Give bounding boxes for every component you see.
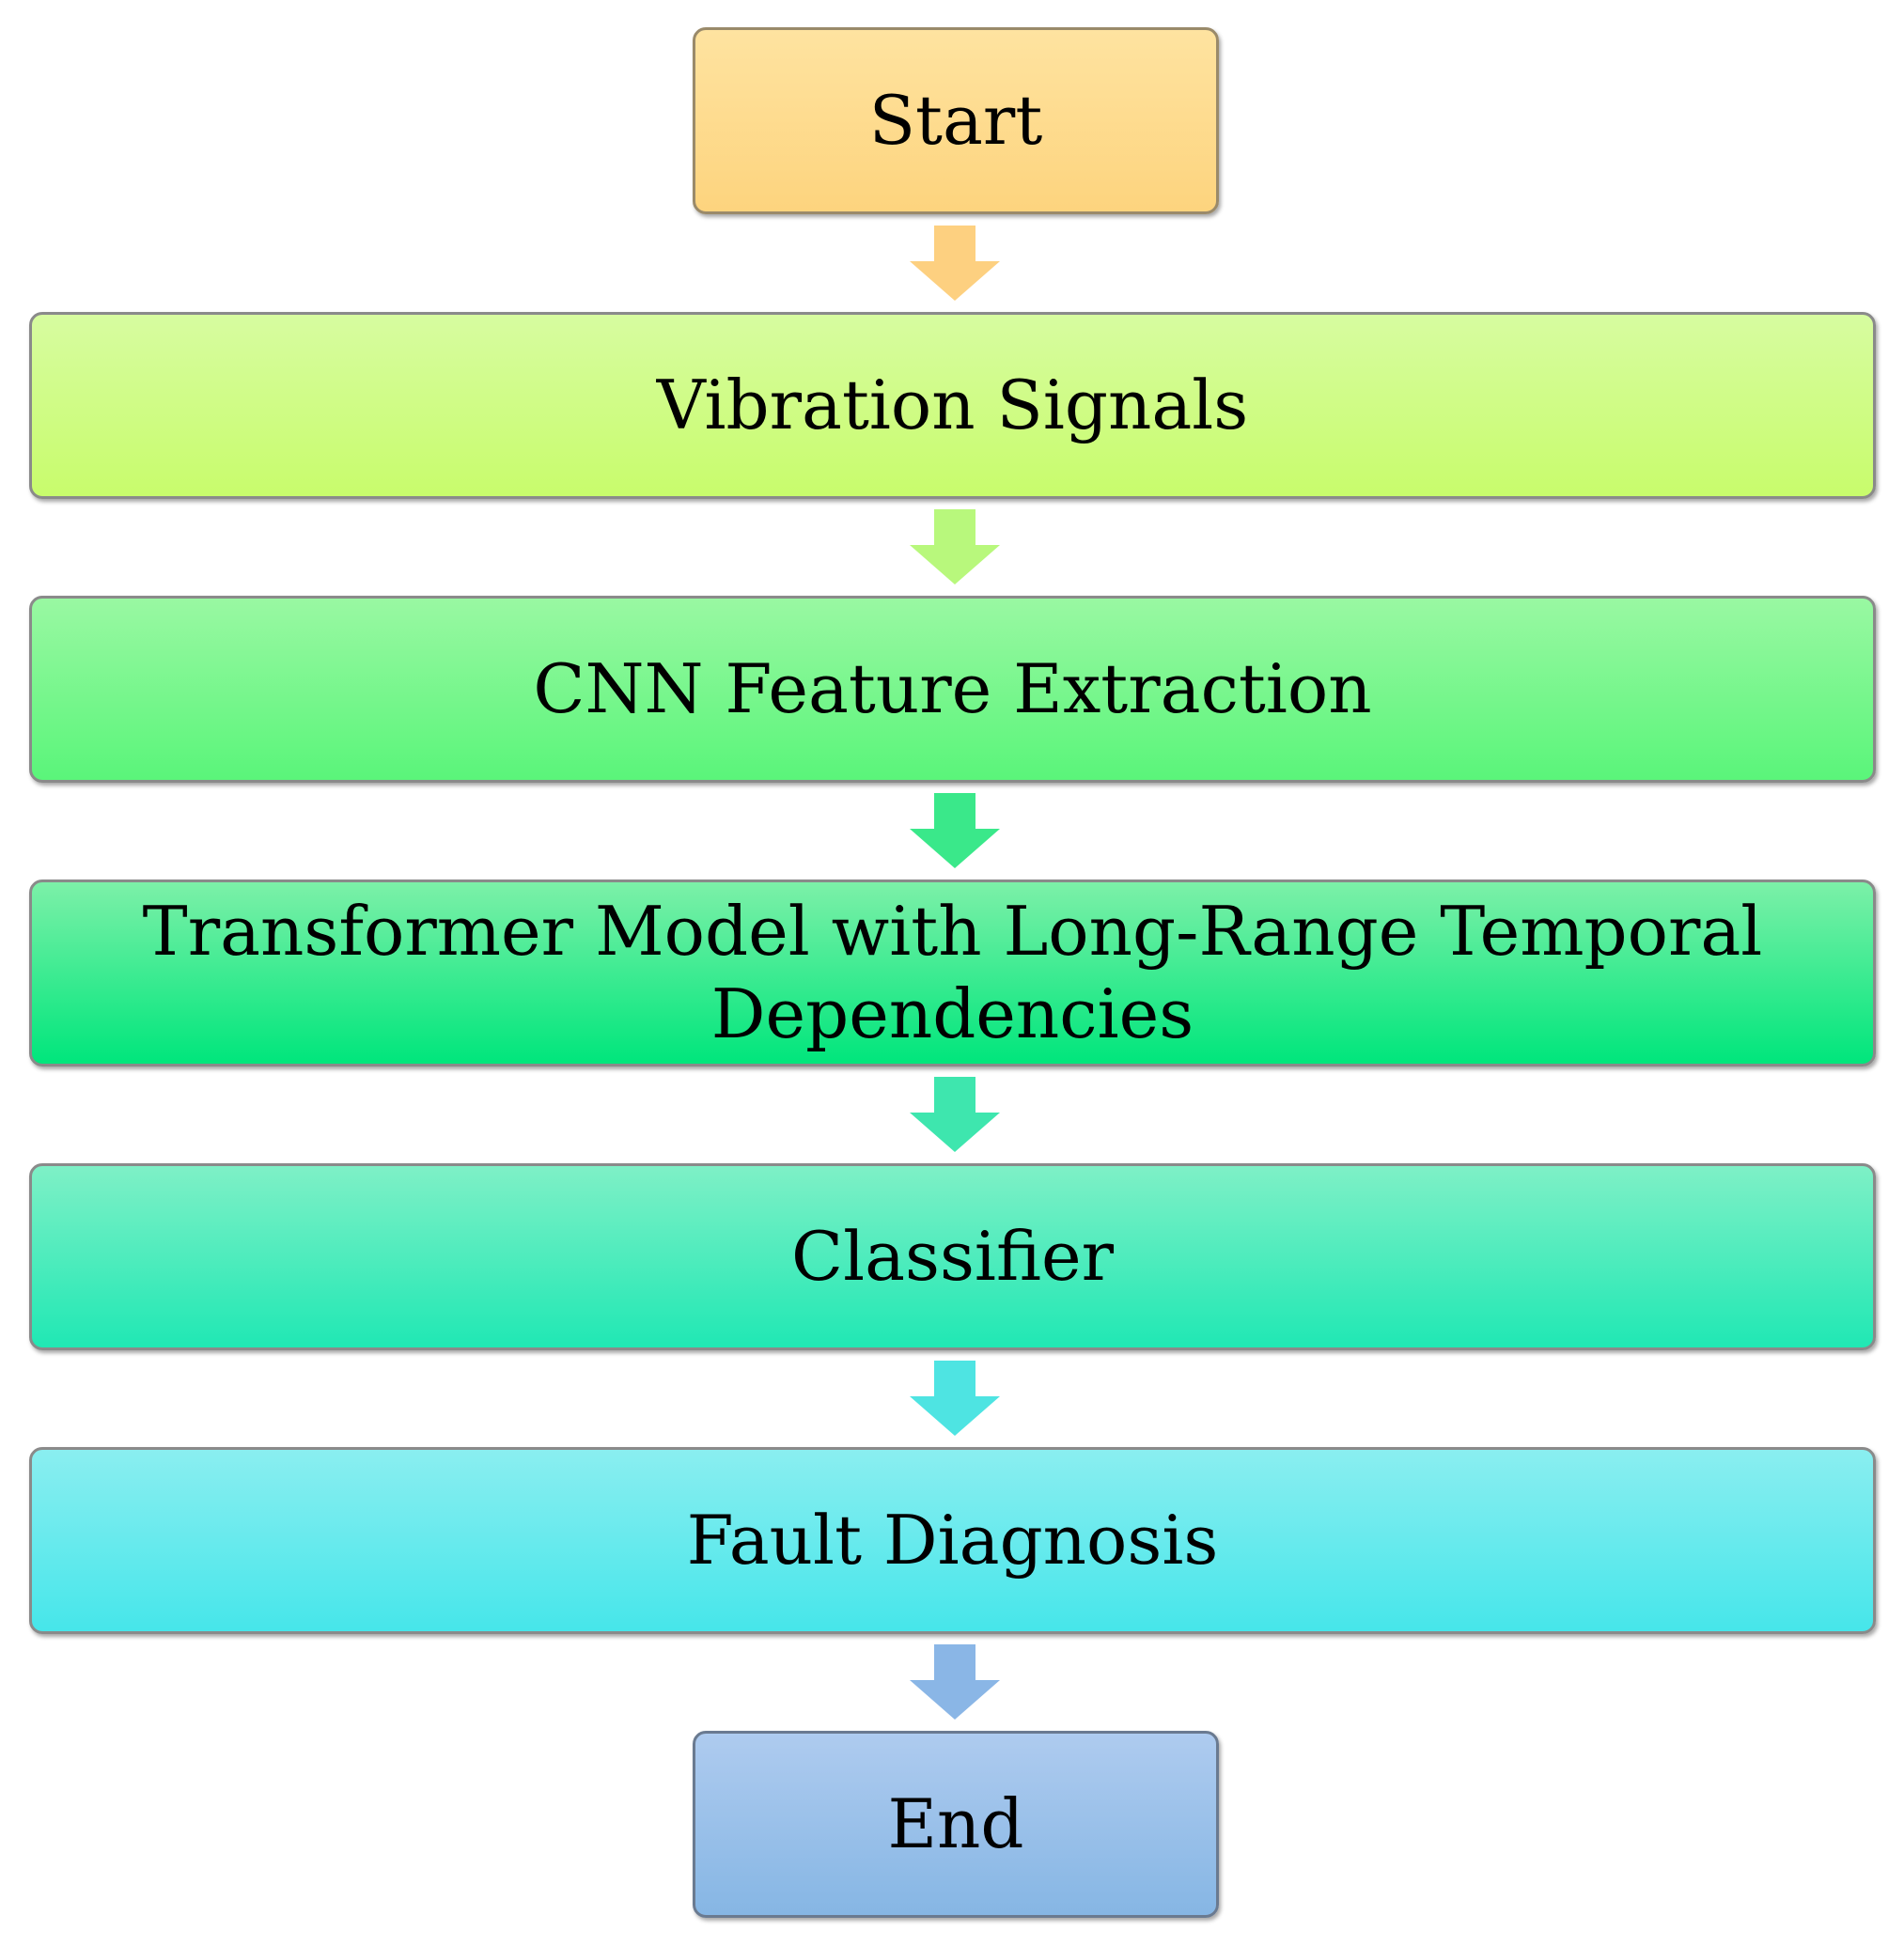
- start-label: Start: [868, 80, 1043, 160]
- cnn-feature-extraction-node: CNN Feature Extraction: [29, 596, 1876, 783]
- transformer-model-node: Transformer Model with Long-Range Tempor…: [29, 880, 1876, 1066]
- fault-diagnosis-label: Fault Diagnosis: [686, 1500, 1219, 1580]
- classifier-node: Classifier: [29, 1163, 1876, 1350]
- vibration-signals-label: Vibration Signals: [656, 365, 1249, 444]
- vibration-signals-node: Vibration Signals: [29, 312, 1876, 499]
- arrow-down-icon: [910, 1077, 1000, 1152]
- arrow-down-icon: [910, 1361, 1000, 1436]
- classifier-label: Classifier: [790, 1216, 1115, 1296]
- start-node: Start: [693, 27, 1219, 214]
- cnn-feature-extraction-label: CNN Feature Extraction: [533, 648, 1372, 728]
- transformer-model-label: Transformer Model with Long-Range Tempor…: [142, 891, 1763, 1053]
- arrow-down-icon: [910, 226, 1000, 301]
- end-node: End: [693, 1731, 1219, 1918]
- arrow-down-icon: [910, 509, 1000, 584]
- arrow-down-icon: [910, 1644, 1000, 1720]
- arrow-down-icon: [910, 793, 1000, 868]
- end-label: End: [887, 1783, 1024, 1863]
- fault-diagnosis-node: Fault Diagnosis: [29, 1447, 1876, 1634]
